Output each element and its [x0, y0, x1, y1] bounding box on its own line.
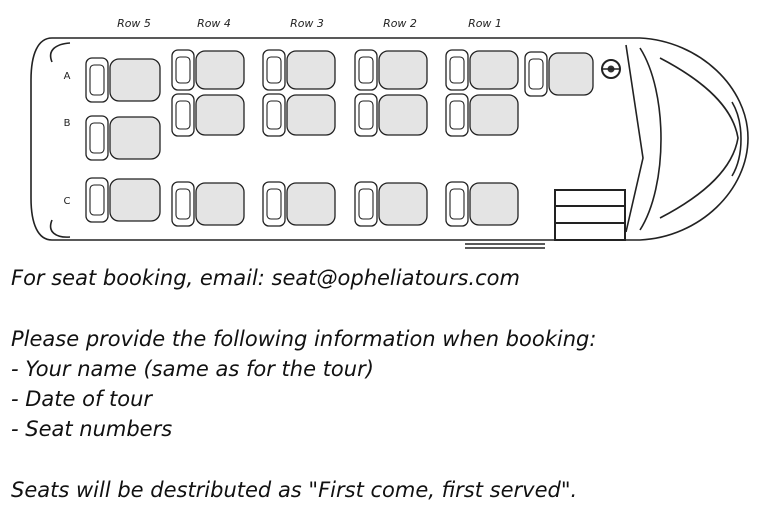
steering-wheel-icon — [601, 59, 621, 79]
info-item-seats: - Seat numbers — [11, 417, 173, 441]
seat-row-1-a2[interactable] — [445, 93, 519, 137]
seat-row-2-c[interactable] — [354, 181, 428, 227]
seat-row-2-a2[interactable] — [354, 93, 428, 137]
column-label-b: B — [64, 118, 71, 129]
seat-row-5-c[interactable] — [85, 177, 161, 223]
info-item-name: - Your name (same as for the tour) — [11, 357, 374, 381]
seat-row-3-a1[interactable] — [262, 49, 336, 91]
info-request-text: Please provide the following information… — [11, 327, 597, 351]
seat-row-5-b[interactable] — [85, 115, 161, 161]
seat-row-1-a1[interactable] — [445, 49, 519, 91]
row-label-1: Row 1 — [468, 17, 502, 30]
distribution-note: Seats will be destributed as "First come… — [11, 478, 578, 502]
row-label-2: Row 2 — [383, 17, 417, 30]
row-label-4: Row 4 — [197, 17, 231, 30]
seat-row-4-a2[interactable] — [171, 93, 245, 137]
row-label-3: Row 3 — [290, 17, 324, 30]
driver-seat[interactable] — [524, 51, 594, 97]
bus-seat-map: Row 5 Row 4 Row 3 Row 2 Row 1 A B C — [30, 17, 749, 249]
column-label-c: C — [64, 196, 71, 207]
seat-row-3-c[interactable] — [262, 181, 336, 227]
email-instruction: For seat booking, email: seat@opheliatou… — [11, 266, 520, 290]
seat-row-2-a1[interactable] — [354, 49, 428, 91]
seat-row-4-c[interactable] — [171, 181, 245, 227]
bus-body — [30, 37, 749, 249]
row-label-5: Row 5 — [117, 17, 151, 30]
seat-row-4-a1[interactable] — [171, 49, 245, 91]
info-item-date: - Date of tour — [11, 387, 153, 411]
entrance-steps — [554, 189, 626, 241]
seat-row-1-c[interactable] — [445, 181, 519, 227]
column-label-a: A — [64, 71, 71, 82]
seat-row-3-a2[interactable] — [262, 93, 336, 137]
seat-row-5-a[interactable] — [85, 57, 161, 103]
